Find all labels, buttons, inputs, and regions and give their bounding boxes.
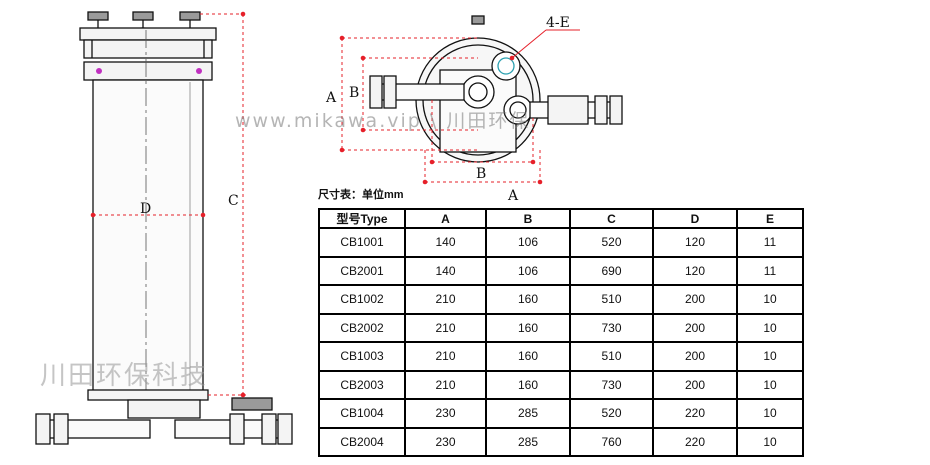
cell-b: 160: [485, 312, 571, 343]
cell-b: 106: [485, 255, 571, 286]
cell-model: CB2003: [318, 369, 406, 400]
cell-e: 10: [736, 312, 804, 343]
cell-e: 11: [736, 227, 804, 258]
cell-a: 210: [404, 341, 487, 372]
cell-b: 160: [485, 369, 571, 400]
cell-e: 10: [736, 369, 804, 400]
top-cover: [79, 27, 217, 41]
dim-label-c: C: [228, 193, 239, 209]
cell-a: 140: [404, 255, 487, 286]
header-a: A: [404, 208, 487, 229]
table-row: CB1004 230 285 520 220 10: [318, 398, 804, 429]
cell-c: 690: [569, 255, 654, 286]
side-dimensions: [90, 11, 246, 398]
cell-c: 510: [569, 341, 654, 372]
cell-e: 10: [736, 398, 804, 429]
cell-model: CB1001: [318, 227, 406, 258]
cell-d: 120: [652, 255, 738, 286]
table-header-row: 型号Type A B C D E: [318, 208, 804, 229]
cell-b: 285: [485, 426, 571, 457]
cell-c: 760: [569, 426, 654, 457]
cell-a: 210: [404, 284, 487, 315]
cell-c: 730: [569, 312, 654, 343]
cell-e: 11: [736, 255, 804, 286]
dim-label-e: 4-E: [546, 15, 570, 31]
header-d: D: [652, 208, 738, 229]
cell-b: 106: [485, 227, 571, 258]
cell-c: 520: [569, 227, 654, 258]
cell-d: 200: [652, 312, 738, 343]
header-c: C: [569, 208, 654, 229]
cell-a: 140: [404, 227, 487, 258]
top-dimensions: [339, 29, 580, 186]
cell-model: CB2002: [318, 312, 406, 343]
cell-c: 730: [569, 369, 654, 400]
cell-e: 10: [736, 284, 804, 315]
dimension-table: 型号Type A B C D E CB1001 140 106 520 120 …: [318, 208, 804, 457]
watermark-url: www.mikawa.vip \ 川田环保: [235, 106, 530, 133]
cell-d: 200: [652, 369, 738, 400]
dim-label-b-horizontal: B: [476, 166, 486, 182]
cell-c: 520: [569, 398, 654, 429]
watermark-brand: 川田环保: [446, 110, 531, 132]
cell-c: 510: [569, 284, 654, 315]
table-row: CB2003 210 160 730 200 10: [318, 369, 804, 400]
watermark-company: 川田环保科技: [40, 361, 209, 391]
cell-model: CB2001: [318, 255, 406, 286]
cell-model: CB2004: [318, 426, 406, 457]
cell-model: CB1003: [318, 341, 406, 372]
watermark-url-text: www.mikawa.vip: [235, 110, 422, 132]
watermark-separator: \: [429, 110, 447, 132]
cell-d: 200: [652, 284, 738, 315]
cell-d: 120: [652, 227, 738, 258]
cell-e: 10: [736, 341, 804, 372]
dim-label-b-vertical: B: [349, 85, 359, 101]
cell-d: 220: [652, 426, 738, 457]
table-row: CB2001 140 106 690 120 11: [318, 255, 804, 286]
housing-top-view: [369, 15, 623, 163]
dim-label-d: D: [140, 201, 151, 217]
cell-a: 230: [404, 398, 487, 429]
cell-a: 210: [404, 369, 487, 400]
header-b: B: [485, 208, 571, 229]
cell-e: 10: [736, 426, 804, 457]
housing-side-view: [35, 11, 293, 445]
cell-d: 220: [652, 398, 738, 429]
cell-a: 230: [404, 426, 487, 457]
housing-body: [92, 79, 204, 397]
cell-b: 285: [485, 398, 571, 429]
table-row: CB1002 210 160 510 200 10: [318, 284, 804, 315]
table-row: CB2004 230 285 760 220 10: [318, 426, 804, 457]
unit-note: 尺寸表：单位mm: [318, 189, 404, 201]
cell-b: 160: [485, 341, 571, 372]
table-row: CB1001 140 106 520 120 11: [318, 227, 804, 258]
cell-a: 210: [404, 312, 487, 343]
cell-d: 200: [652, 341, 738, 372]
table-row: CB2002 210 160 730 200 10: [318, 312, 804, 343]
header-e: E: [736, 208, 804, 229]
header-model: 型号Type: [318, 208, 406, 229]
table-row: CB1003 210 160 510 200 10: [318, 341, 804, 372]
dim-label-a-vertical: A: [325, 90, 337, 106]
clamp-band: [83, 61, 213, 81]
top-handles: [87, 11, 201, 31]
cell-model: CB1002: [318, 284, 406, 315]
dim-label-a-horizontal: A: [507, 188, 519, 204]
cell-b: 160: [485, 284, 571, 315]
cell-model: CB1004: [318, 398, 406, 429]
